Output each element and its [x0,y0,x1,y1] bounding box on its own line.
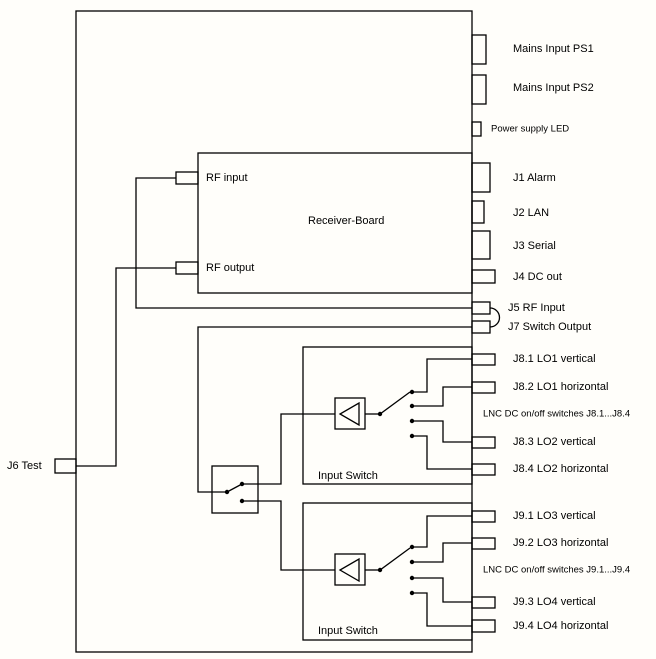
wire-to-j9-3 [412,577,472,603]
lnc-switches-j8-label: LNC DC on/off switches J8.1...J8.4 [483,409,630,420]
output-select-switch-box [211,465,259,514]
j4-dc-out-label: J4 DC out [513,271,562,283]
wire-switch-throw1-to-upper-amp [242,413,335,485]
connector-j4-dc-out [471,269,496,284]
connector-rf-input [175,171,199,185]
connector-j2-lan [471,200,485,224]
j8-4-label: J8.4 LO2 horizontal [513,463,608,475]
output-select-switch-icon [224,481,245,504]
amplifier-upper-icon [334,397,366,430]
connector-j5-rf-input [471,301,491,315]
connector-j7-switch-output [471,320,491,334]
wire-to-j9-1 [412,515,472,548]
input-switch-lower-label: Input Switch [318,625,378,637]
wire-to-j8-3 [412,420,472,443]
j7-switch-output-label: J7 Switch Output [508,321,591,333]
connector-rf-output [175,261,199,275]
lnc-switches-j9-label: LNC DC on/off switches J9.1...J9.4 [483,565,630,576]
mains-ps1-label: Mains Input PS1 [513,43,594,55]
input-switch-lower-icon [377,544,415,596]
connector-mains-ps1 [471,34,487,65]
wire-to-j8-2 [412,386,472,407]
wire-rfinput-to-j5 [135,177,472,309]
amplifier-lower-icon [334,553,366,586]
connector-j8-1 [471,353,496,366]
wire-to-j8-4 [412,435,472,470]
rf-output-label: RF output [206,262,254,274]
j6-test-label: J6 Test [7,460,42,472]
connector-j9-2 [471,537,496,550]
connector-mains-ps2 [471,74,487,105]
wire-to-j9-4 [412,592,472,627]
enclosure-box [75,10,473,653]
connector-j1-alarm [471,162,491,193]
connector-j9-3 [471,596,496,609]
input-switch-upper-icon [377,389,415,439]
j2-lan-label: J2 LAN [513,207,549,219]
connector-power-led [471,121,482,137]
connector-j9-1 [471,510,496,523]
j1-alarm-label: J1 Alarm [513,172,556,184]
j8-3-label: J8.3 LO2 vertical [513,436,596,448]
connector-j8-2 [471,381,496,394]
j9-3-label: J9.3 LO4 vertical [513,596,596,608]
mains-ps2-label: Mains Input PS2 [513,82,594,94]
input-switch-lower-box [302,502,473,641]
input-switch-upper-box [302,346,473,485]
power-led-label: Power supply LED [491,124,569,135]
j9-2-label: J9.2 LO3 horizontal [513,537,608,549]
j9-4-label: J9.4 LO4 horizontal [513,620,608,632]
input-switch-upper-label: Input Switch [318,470,378,482]
receiver-board-label: Receiver-Board [308,215,384,227]
wire-switch-throw2-to-lower-amp [242,500,335,571]
j5-rf-input-label: J5 RF Input [508,302,565,314]
connector-j8-4 [471,463,496,476]
connector-j8-3 [471,436,496,449]
wire-j7-to-switch-pole [197,326,472,493]
connector-j6-test [54,458,77,474]
connector-j3-serial [471,230,491,260]
wire-rfoutput-to-j6 [76,267,176,467]
j8-1-label: J8.1 LO1 vertical [513,353,596,365]
rf-input-label: RF input [206,172,248,184]
j8-2-label: J8.2 LO1 horizontal [513,381,608,393]
wire-to-j9-2 [412,542,472,563]
j3-serial-label: J3 Serial [513,240,556,252]
connector-j9-4 [471,619,496,633]
j5-j7-loop-cable [489,307,501,328]
wire-to-j8-1 [412,358,472,393]
j9-1-label: J9.1 LO3 vertical [513,510,596,522]
